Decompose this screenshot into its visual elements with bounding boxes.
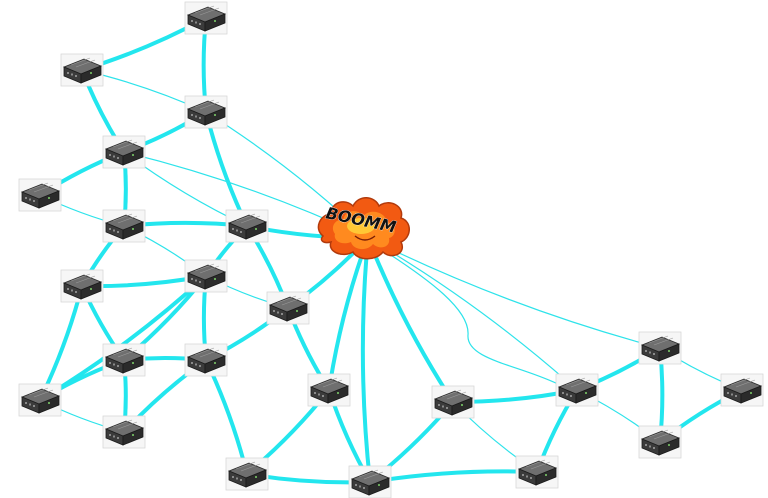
network-switch-icon bbox=[184, 259, 228, 293]
network-link bbox=[204, 358, 249, 476]
network-switch-icon bbox=[431, 385, 475, 419]
network-switch-icon bbox=[225, 209, 269, 243]
network-link bbox=[368, 469, 539, 484]
network-switch-icon bbox=[225, 457, 269, 491]
explosion-highlight bbox=[347, 218, 375, 234]
network-switch-icon bbox=[60, 269, 104, 303]
network-switch-icon bbox=[638, 425, 682, 459]
network-switch-icon bbox=[638, 331, 682, 365]
network-switch-icon bbox=[184, 95, 228, 129]
network-link bbox=[379, 247, 561, 386]
explosion-face bbox=[354, 235, 376, 241]
network-switch-icon bbox=[348, 465, 392, 498]
network-switch-icon bbox=[555, 373, 599, 407]
network-switch-icon bbox=[266, 291, 310, 325]
network-link bbox=[366, 236, 455, 404]
network-link bbox=[38, 284, 84, 402]
network-switch-icon bbox=[102, 209, 146, 243]
network-switch-icon bbox=[18, 383, 62, 417]
network-switch-icon bbox=[184, 343, 228, 377]
network-switch-icon bbox=[18, 178, 62, 212]
network-switch-icon bbox=[102, 415, 146, 449]
network-switch-icon bbox=[60, 53, 104, 87]
network-link bbox=[367, 237, 661, 349]
network-switch-icon bbox=[515, 455, 559, 489]
network-switch-icon bbox=[184, 1, 228, 35]
explosion-icon: BOOMM bbox=[317, 197, 410, 260]
network-switch-icon bbox=[102, 343, 146, 377]
network-switch-icon bbox=[307, 373, 351, 407]
network-switch-icon bbox=[720, 373, 764, 407]
network-switch-icon bbox=[102, 135, 146, 169]
network-link bbox=[360, 236, 372, 484]
